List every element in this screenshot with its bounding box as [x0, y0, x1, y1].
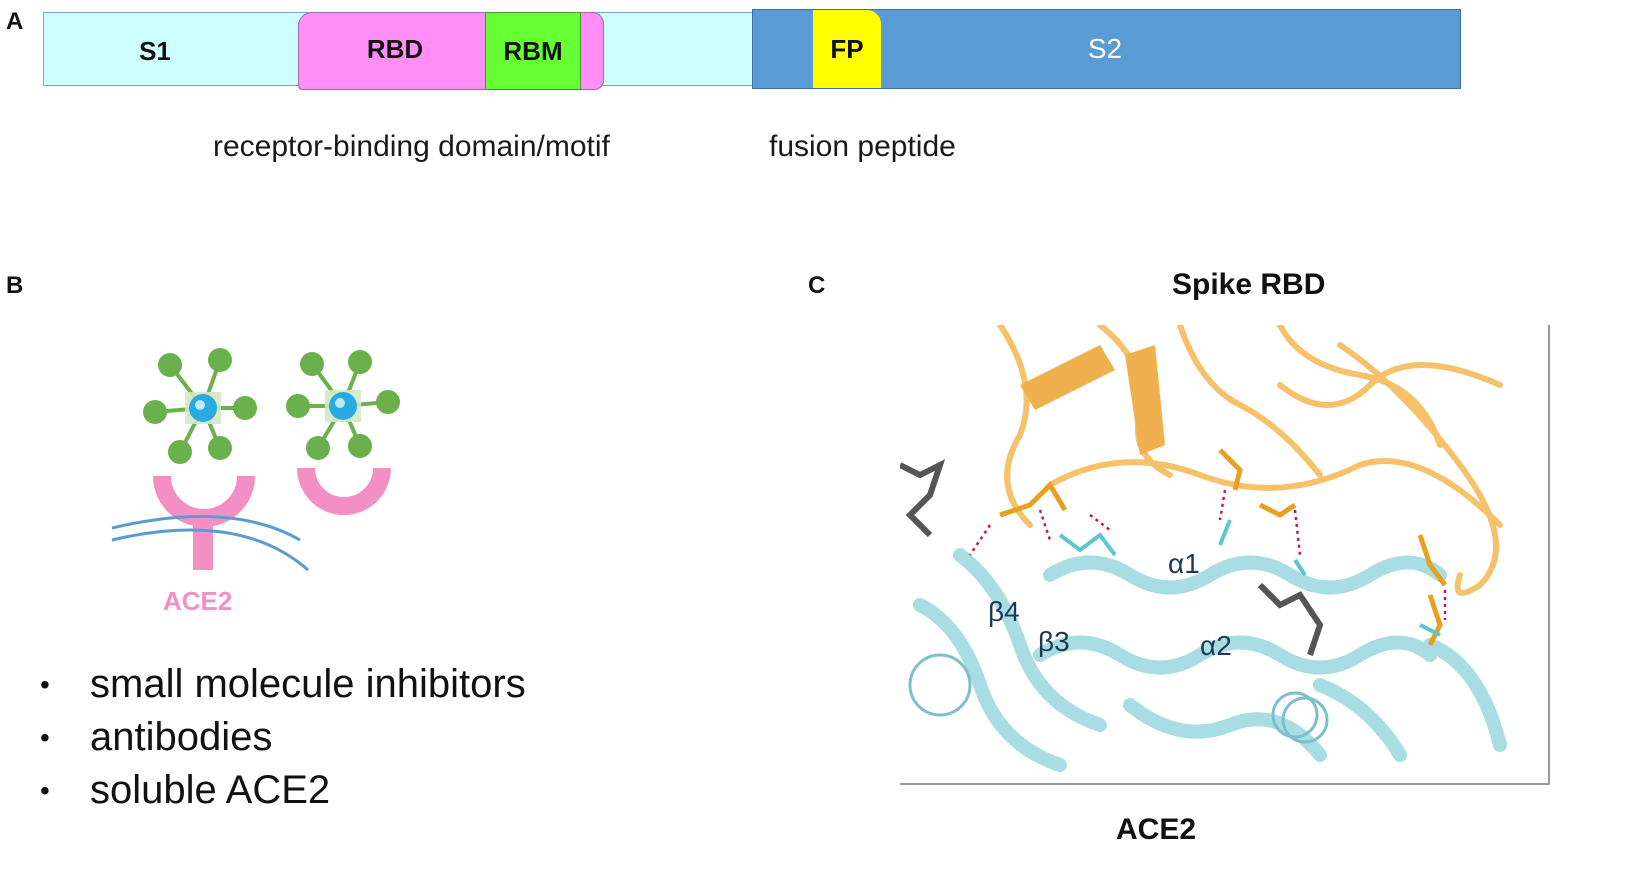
rbd-caption: receptor-binding domain/motif: [213, 130, 610, 163]
ace2-receptor-icon: [153, 475, 255, 570]
s2-label: S2: [1087, 33, 1123, 64]
strand-label: β3: [1038, 626, 1070, 657]
ace2-label: ACE2: [1116, 813, 1197, 846]
virus-particle-icon: [286, 350, 400, 460]
fp-caption: fusion peptide: [769, 130, 956, 163]
fp-segment: FP: [813, 10, 881, 88]
spike-rbd-label: Spike RBD: [1172, 268, 1326, 301]
rbd-label: RBD: [366, 33, 424, 64]
list-item: soluble ACE2: [40, 764, 526, 817]
helix-label: α2: [1200, 630, 1232, 661]
ace2-ribbon: [913, 548, 1507, 772]
spike-domain-map: S1 RBD RBM S2 FP: [0, 0, 1650, 100]
rbd-ace2-structure-image: α1 α2 β4 β3: [900, 325, 1550, 785]
rbd-beta-sheet: [1020, 345, 1165, 455]
helix-label: α1: [1168, 548, 1200, 579]
cell-membrane-icon: [111, 514, 309, 572]
rbm-segment: RBM: [485, 12, 581, 90]
list-item: antibodies: [40, 711, 526, 764]
inhibitor-strategy-list: small molecule inhibitors antibodies sol…: [40, 658, 526, 817]
list-item: small molecule inhibitors: [40, 658, 526, 711]
virus-particle-icon: [143, 348, 257, 464]
panel-a-letter: A: [6, 8, 24, 35]
panel-b-letter: B: [6, 272, 24, 299]
soluble-ace2-icon: [297, 467, 391, 515]
virus-receptor-illustration: [111, 348, 400, 572]
strand-label: β4: [988, 596, 1020, 627]
panel-c-letter: C: [808, 272, 826, 299]
s1-label: S1: [139, 35, 171, 66]
ace2-receptor-label: ACE2: [163, 586, 233, 616]
